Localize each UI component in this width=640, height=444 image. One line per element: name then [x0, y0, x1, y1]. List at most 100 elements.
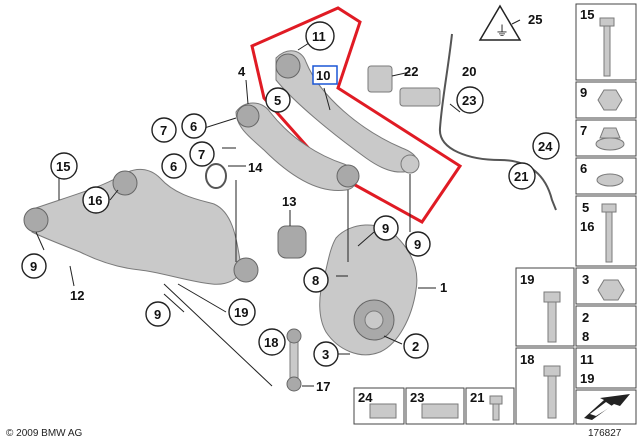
callout-17[interactable]: 17	[316, 379, 330, 394]
callout-13[interactable]: 13	[282, 194, 296, 209]
callout-label: 18	[264, 335, 278, 350]
legend-label: 23	[410, 390, 424, 405]
bushing-icon	[233, 257, 259, 283]
leader-lines	[35, 19, 531, 387]
clip-24-icon	[369, 403, 397, 419]
callout-7[interactable]: 7	[151, 117, 177, 143]
copyright-text: © 2009 BMW AG	[6, 428, 83, 439]
bushing-icon	[336, 164, 360, 188]
bushing-icon	[275, 53, 301, 79]
warning-triangle-icon: ⏚	[478, 4, 522, 41]
nut-7-icon	[595, 127, 625, 151]
callout-23[interactable]: 23	[456, 86, 484, 114]
callout-label: 8	[312, 273, 319, 288]
legend-label: 19	[520, 272, 534, 287]
svg-text:⏚: ⏚	[495, 24, 509, 40]
legend-label: 9	[580, 85, 587, 100]
callout-2[interactable]: 2	[403, 333, 429, 359]
legend-cell-11-19[interactable]	[575, 347, 637, 389]
legend-label: 6	[580, 161, 587, 176]
callout-label: 3	[322, 347, 329, 362]
callout-label: 11	[312, 29, 326, 44]
callout-9-b[interactable]: 9	[405, 231, 431, 257]
callout-label: 15	[56, 159, 70, 174]
highlight-outline	[250, 6, 463, 224]
callout-9-d[interactable]: 9	[145, 301, 171, 327]
callout-9-c[interactable]: 9	[21, 253, 47, 279]
callout-22[interactable]: 22	[404, 64, 418, 79]
ball-joint-icon	[400, 154, 420, 174]
callout-label: 10	[316, 68, 330, 83]
legend-label: 15	[580, 7, 594, 22]
callout-15[interactable]: 15	[50, 152, 78, 180]
callout-label: 24	[538, 139, 553, 154]
callout-label: 23	[462, 93, 476, 108]
bolt-19-icon	[543, 291, 561, 343]
clip-23-icon	[421, 403, 459, 419]
callout-label: 9	[382, 221, 389, 236]
sensor-cable-20[interactable]	[438, 33, 557, 211]
hub-center-icon	[364, 310, 384, 330]
legend-cell-19[interactable]	[515, 267, 575, 347]
legend-label: 3	[582, 272, 589, 287]
callout-21[interactable]: 21	[508, 162, 536, 190]
callout-label: 5	[274, 93, 281, 108]
callout-25[interactable]: 25	[528, 12, 542, 27]
nut-3-icon	[597, 279, 625, 301]
callout-label: 21	[514, 169, 528, 184]
legend-label: 24	[358, 390, 373, 405]
callout-5[interactable]: 5	[265, 87, 291, 113]
callout-16[interactable]: 16	[82, 186, 110, 214]
o-ring-14[interactable]	[205, 163, 227, 189]
legend-label: 8	[582, 329, 589, 344]
diagram-id: 176827	[588, 428, 622, 439]
legend-label: 18	[520, 352, 534, 367]
callout-label: 9	[154, 307, 161, 322]
sensor-bracket-22[interactable]	[367, 65, 441, 107]
rubber-mount-13[interactable]	[277, 225, 307, 259]
callout-6[interactable]: 6	[181, 113, 207, 139]
legend-label: 19	[580, 371, 594, 386]
coupling-rod-17[interactable]	[289, 337, 299, 383]
joint-icon	[286, 328, 302, 344]
legend-cell-2-8[interactable]	[575, 305, 637, 347]
legend-label: 5	[582, 200, 589, 215]
callout-14[interactable]: 14	[248, 160, 263, 175]
bolt-5-icon	[601, 203, 617, 263]
bolt-21-icon	[489, 395, 503, 421]
callout-6b[interactable]: 6	[161, 153, 187, 179]
legend-label: 21	[470, 390, 484, 405]
callout-4[interactable]: 4	[238, 64, 246, 79]
callout-12[interactable]: 12	[70, 288, 84, 303]
callout-3[interactable]: 3	[313, 341, 339, 367]
callout-8[interactable]: 8	[303, 267, 329, 293]
callout-label: 6	[170, 159, 177, 174]
legend-label: 7	[580, 123, 587, 138]
legend-cell-21[interactable]	[465, 387, 515, 425]
legend-cell-18[interactable]	[515, 347, 575, 425]
bushing-icon	[23, 207, 49, 233]
callout-19[interactable]: 19	[228, 298, 256, 326]
callout-7b[interactable]: 7	[189, 141, 215, 167]
callout-1[interactable]: 1	[440, 280, 447, 295]
callout-label: 7	[160, 123, 167, 138]
callout-10[interactable]: 10	[312, 65, 338, 85]
callout-label: 6	[190, 119, 197, 134]
legend-label: 2	[582, 310, 589, 325]
arrow-icon	[584, 394, 630, 420]
callout-label: 19	[234, 305, 248, 320]
bushing-icon	[112, 170, 138, 196]
callout-9-a[interactable]: 9	[373, 215, 399, 241]
callout-24[interactable]: 24	[532, 132, 560, 160]
callout-label: 7	[198, 147, 205, 162]
callout-11[interactable]: 11	[305, 21, 335, 51]
legend-label: 11	[580, 352, 594, 367]
callout-20[interactable]: 20	[462, 64, 476, 79]
nut-9-icon	[597, 89, 623, 111]
callout-18[interactable]: 18	[258, 328, 286, 356]
callout-label: 16	[88, 193, 102, 208]
bolt-18-icon	[543, 365, 561, 419]
legend-grid: 15 9 7 6 5 16 19 3 2 8 18 11 19 24 23 21	[353, 3, 637, 425]
callout-label: 2	[412, 339, 419, 354]
